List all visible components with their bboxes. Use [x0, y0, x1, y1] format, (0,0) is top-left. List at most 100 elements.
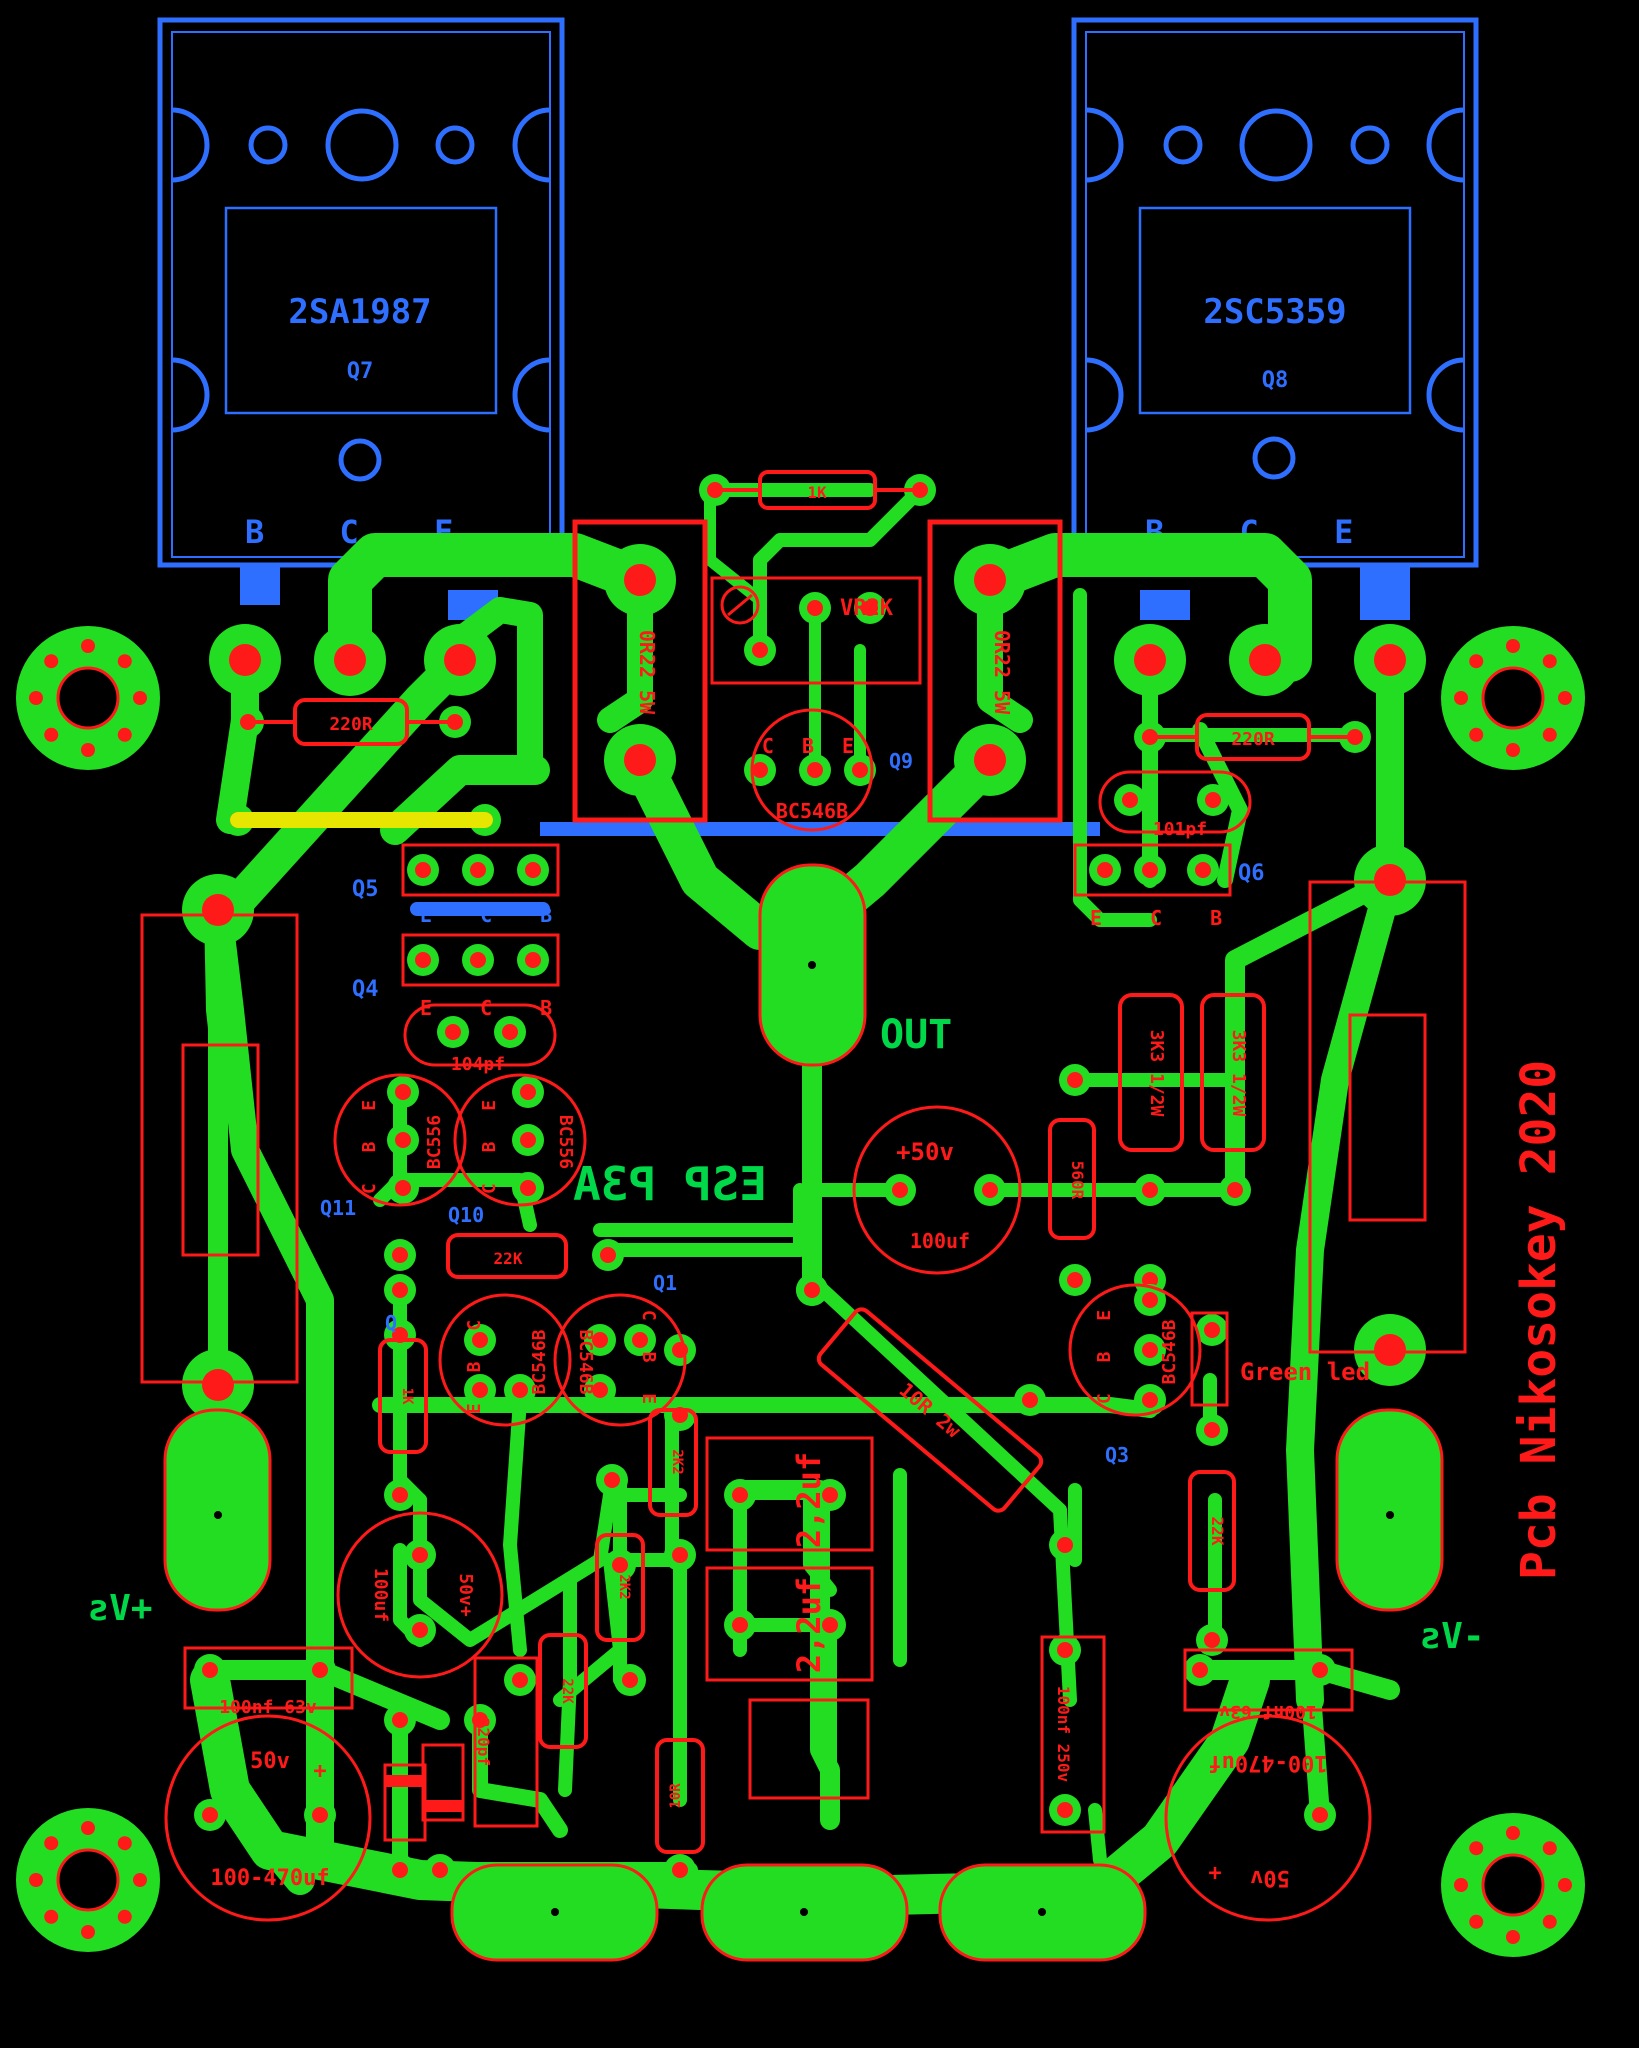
capacitor-bulk-right-plus: +: [1208, 1861, 1221, 1886]
q2-pin-labels: E B C: [464, 1310, 485, 1414]
resistor-3k3-b-label: 3K3 1/2W: [1228, 1030, 1249, 1117]
resistor-10r: 10R: [655, 1738, 705, 1854]
q11-part: BC556: [424, 1115, 445, 1169]
capacitor-220pf: 220pf: [473, 1656, 539, 1828]
capacitor-bulk-left-plus: +: [313, 1759, 326, 1784]
emitter-resistor-left-label: 0R22 5W: [635, 630, 659, 715]
q11-ref: Q11: [320, 1196, 356, 1220]
capacitor-100nf-right-label: 100nf 63v: [1219, 1701, 1317, 1722]
q3-part: BC546B: [1159, 1319, 1180, 1384]
capacitor-2u2-b: 2,2uf: [705, 1566, 874, 1682]
green-led: Green led: [1190, 1311, 1370, 1407]
transistor-q11: C B E BC556 Q11: [320, 1073, 467, 1220]
q5-ref: Q5: [352, 877, 379, 902]
transistor-q6: Q6 E C B: [1073, 843, 1265, 930]
credit-text: Pcb Nikosokey 2020: [1511, 1060, 1567, 1580]
q1-pin-labels: C B E: [638, 1310, 659, 1414]
resistor-22k-mid-label: 22K: [559, 1678, 575, 1704]
transistor-q5: Q5 E C B: [352, 843, 570, 927]
terminal-vs-plus: +Vs: [87, 1408, 272, 1629]
resistor-22k-right: 22K: [1188, 1470, 1236, 1592]
capacitor-bulk-left: 50v + 100-470uf: [164, 1714, 372, 1922]
output-terminal: OUT: [758, 863, 952, 1067]
capacitor-bulk-right: 100-470uf 50v +: [1164, 1714, 1372, 1922]
q11-pin-labels: C B E: [359, 1090, 380, 1194]
terminal-bottom-2: [700, 1863, 909, 1962]
resistor-2k2-b-label: 2K2: [616, 1574, 632, 1599]
outline-left-resistor: [140, 913, 299, 1384]
capacitor-bulk-right-value: 100-470uf: [1208, 1750, 1327, 1775]
transistor-q2: E B C BC546B Q: [385, 1293, 572, 1427]
output-label: OUT: [880, 1012, 952, 1058]
trimmer-vr2k: VR2K: [710, 576, 922, 685]
q1-part: BC546B: [575, 1329, 596, 1394]
resistor-3k3-a: 3K3 1/2W: [1118, 993, 1184, 1152]
resistor-220r-right-label: 220R: [1231, 729, 1275, 750]
capacitor-220pf-label: 220pf: [474, 1718, 493, 1766]
resistor-220r-left-label: 220R: [329, 714, 373, 735]
power-transistor-q7: 2SA1987 Q7: [157, 17, 565, 568]
resistor-10r-label: 10R: [668, 1783, 684, 1809]
resistor-560r: 560R: [1048, 1118, 1096, 1240]
resistor-22k-mid: 22K: [538, 1633, 588, 1749]
q1-ref: Q1: [653, 1271, 677, 1295]
capacitor-bulk-left-voltage: 50v: [250, 1749, 290, 1774]
capacitor-bulk-right-voltage: 50v: [1250, 1865, 1290, 1890]
outline-left-inner: [181, 1043, 260, 1257]
capacitor-100nf-left: 100nf 63v: [183, 1646, 354, 1718]
capacitor-100uf-left-voltage: 50v+: [455, 1573, 476, 1617]
q7-part-label: 2SA1987: [288, 292, 431, 332]
capacitor-2u2-a-label: 2,2uf: [790, 1452, 828, 1548]
resistor-2k2-b: 2K2: [595, 1533, 645, 1642]
q4-pin-labels: E C B: [420, 996, 570, 1020]
resistor-1k-top: 1K: [715, 470, 920, 510]
transistor-q4: Q4 E C B: [352, 933, 570, 1020]
q10-ref: Q10: [448, 1203, 484, 1227]
resistor-2k2-a-label: 2K2: [669, 1449, 685, 1474]
resistor-1k-v-label: 1K: [399, 1388, 415, 1405]
capacitor-100uf-left: 100uf 50v+: [336, 1511, 504, 1679]
resistor-22k-horizontal: 22K: [446, 1233, 568, 1279]
outline-right-inner: [1348, 1013, 1427, 1222]
emitter-resistor-right-label: 0R22 5W: [990, 630, 1014, 715]
terminal-bottom-1: [450, 1863, 659, 1962]
vs-minus-label: -Vs: [1419, 1616, 1484, 1657]
capacitor-104pf-left: 104pf: [403, 1003, 557, 1075]
q9-part-label: BC546B: [776, 799, 848, 823]
capacitor-100nf-250v-label: 100nf 250v: [1054, 1686, 1073, 1783]
capacitor-100nf-right: 100nf 63v: [1183, 1648, 1354, 1722]
resistor-220r-left: 220R: [248, 698, 455, 746]
power-transistor-q8: 2SC5359 Q8: [1071, 17, 1479, 568]
emitter-resistor-right: 0R22 5W: [927, 519, 1063, 823]
q8-part-label: 2SC5359: [1203, 292, 1346, 332]
q2-part: BC546B: [529, 1329, 550, 1394]
capacitor-100nf-250v: 100nf 250v: [1040, 1635, 1106, 1834]
q5-pin-labels: E C B: [420, 903, 570, 927]
resistor-22k-h-label: 22K: [494, 1249, 523, 1268]
q4-ref: Q4: [352, 977, 379, 1002]
green-led-label: Green led: [1240, 1358, 1370, 1386]
capacitor-101pf-label: 101pf: [1153, 819, 1207, 840]
resistor-1k-label: 1K: [807, 483, 827, 502]
vs-plus-label: +Vs: [87, 1588, 152, 1629]
resistor-22k-right-label: 22K: [1208, 1517, 1227, 1546]
diodes: [383, 1743, 465, 1842]
capacitor-100uf-value: 100uf: [910, 1229, 970, 1253]
capacitor-100uf-center: +50v 100uf: [852, 1105, 1022, 1275]
capacitor-2u2-b-label: 2,2uf: [790, 1577, 828, 1673]
capacitor-101pf-right: 101pf: [1098, 770, 1252, 840]
resistor-1k-vertical: 1K: [378, 1338, 428, 1454]
capacitor-2u2-a: 2,2uf: [705, 1436, 874, 1552]
q3-pin-labels: C B E: [1094, 1300, 1115, 1404]
capacitor-100nf-left-label: 100nf 63v: [219, 1697, 317, 1718]
q6-pin-labels: E C B: [1090, 906, 1240, 930]
q9-pin-labels: C B E: [762, 734, 862, 758]
resistor-2k2-a: 2K2: [648, 1408, 698, 1517]
capacitor-bulk-left-value: 100-470uf: [210, 1866, 329, 1891]
board-title: ESP P3A: [573, 1157, 767, 1211]
transistor-q9: C B E BC546B Q9: [750, 708, 913, 832]
resistor-220r-right: 220R: [1150, 713, 1355, 761]
capacitor-100uf-voltage: +50v: [896, 1138, 954, 1166]
q9-ref: Q9: [889, 749, 913, 773]
